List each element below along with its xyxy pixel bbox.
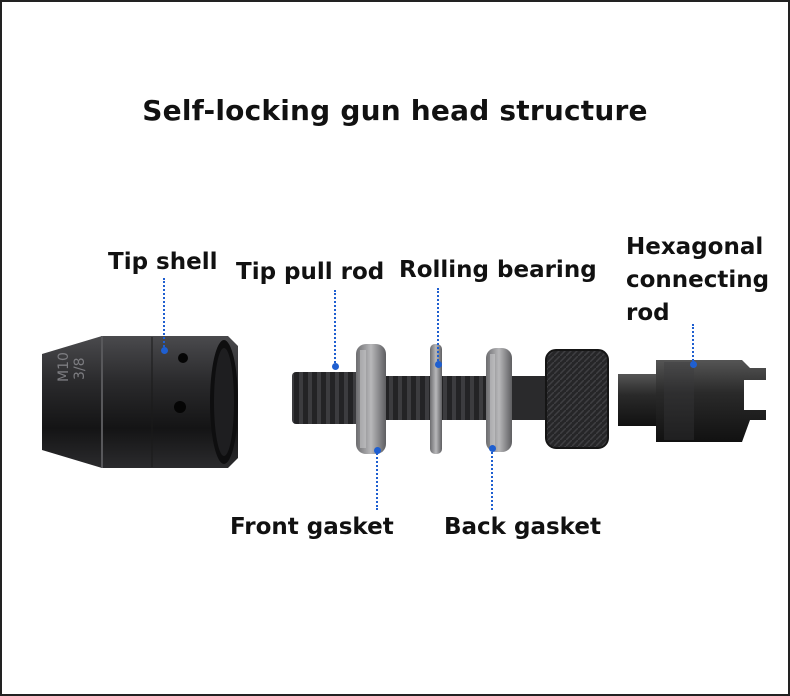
leader-dot-hexagonal-connecting-rod	[690, 361, 697, 368]
label-hexagonal-connecting-rod: Hexagonal connecting rod	[626, 234, 770, 326]
rolling-bearing-part	[430, 344, 442, 454]
leader-dot-tip-shell	[161, 347, 168, 354]
leader-dot-tip-pull-rod	[332, 363, 339, 370]
leader-back-gasket	[491, 448, 493, 510]
leader-tip-pull-rod	[334, 290, 336, 366]
tip-shell-part: M10 3/8	[42, 336, 238, 468]
knurled-head-part	[545, 349, 609, 449]
label-tip-shell: Tip shell	[108, 249, 218, 275]
front-gasket-part	[356, 344, 386, 454]
engraving-line1: M10	[56, 352, 72, 382]
leader-front-gasket	[376, 450, 378, 510]
leader-tip-shell	[163, 278, 165, 350]
hexagonal-connecting-rod-part	[618, 360, 768, 442]
leader-rolling-bearing	[437, 288, 439, 364]
label-back-gasket: Back gasket	[444, 514, 601, 540]
leader-dot-rolling-bearing	[435, 361, 442, 368]
leader-dot-back-gasket	[489, 445, 496, 452]
engraving-line2: 3/8	[72, 357, 88, 380]
back-gasket-part	[486, 348, 512, 452]
label-tip-pull-rod: Tip pull rod	[236, 259, 385, 285]
leader-hexagonal-connecting-rod	[692, 324, 694, 364]
diagram-title: Self-locking gun head structure	[142, 94, 648, 127]
label-rolling-bearing: Rolling bearing	[399, 257, 597, 283]
label-front-gasket: Front gasket	[230, 514, 394, 540]
leader-dot-front-gasket	[374, 447, 381, 454]
